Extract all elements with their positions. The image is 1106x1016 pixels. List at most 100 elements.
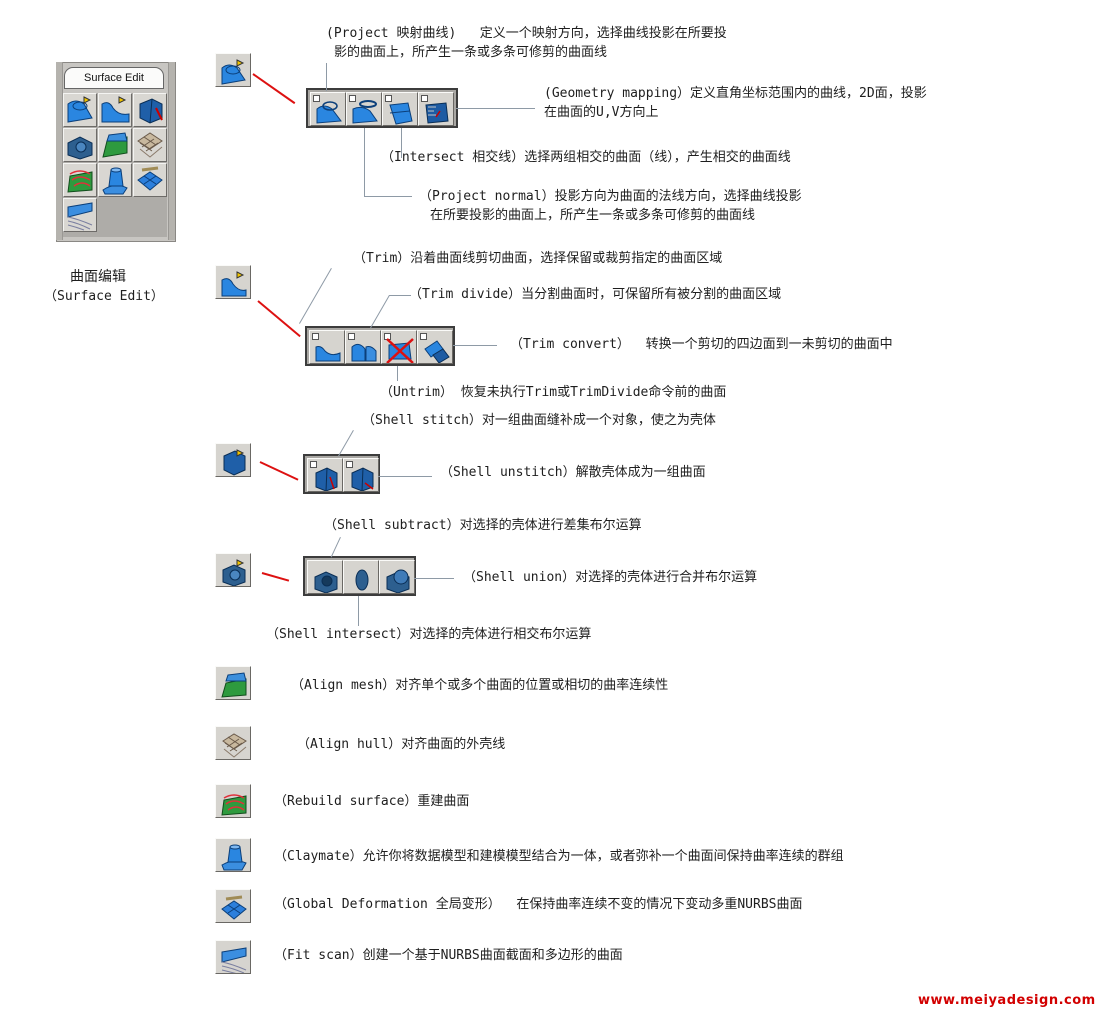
- intersect-desc: （Intersect 相交线）选择两组相交的曲面（线），产生相交的曲面线: [381, 150, 791, 165]
- geometry-mapping-icon: [425, 102, 449, 124]
- leader-line: [358, 596, 359, 626]
- trim-convert-icon: [424, 340, 450, 363]
- align-mesh-icon: [102, 132, 128, 158]
- align-mesh-tool-button[interactable]: [98, 128, 132, 162]
- global-deformation-icon: [221, 895, 247, 920]
- align-hull-tool-button[interactable]: [133, 128, 167, 162]
- shell-stitch-icon: [139, 98, 163, 124]
- claymate-button[interactable]: [215, 838, 251, 872]
- leader-line: [364, 196, 412, 197]
- connector-line: [261, 572, 290, 582]
- untrim-desc: （Untrim） 恢复未执行Trim或TrimDivide命令前的曲面: [380, 385, 727, 400]
- global-deformation-button[interactable]: [215, 889, 251, 923]
- project-normal-button[interactable]: [346, 92, 382, 126]
- shell-stitch-icon: [315, 467, 338, 491]
- trim-divide-button[interactable]: [345, 330, 381, 364]
- rebuild-surface-icon: [67, 170, 93, 193]
- shell-boolean-toolbar: [303, 556, 416, 596]
- claymate-tool-button[interactable]: [98, 163, 132, 197]
- fit-scan-icon: [67, 202, 93, 231]
- trim-divide-icon: [351, 343, 377, 362]
- trim-icon: [101, 96, 130, 123]
- leader-line: [456, 108, 535, 109]
- global-deformation-icon: [137, 166, 163, 191]
- palette-tab[interactable]: Surface Edit: [64, 67, 164, 89]
- global-deformation-tool-button[interactable]: [133, 163, 167, 197]
- project-tool-button[interactable]: [63, 93, 97, 127]
- leader-line: [389, 295, 411, 296]
- project-toolbar: [306, 88, 458, 128]
- project-normal-desc-line1: （Project normal）投影方向为曲面的法线方向，选择曲线投影: [419, 189, 802, 204]
- rebuild-surface-desc: （Rebuild surface）重建曲面: [274, 794, 470, 809]
- shell-subtract-desc: （Shell subtract）对选择的壳体进行差集布尔运算: [324, 518, 642, 533]
- project-icon: [67, 96, 93, 123]
- leader-line: [401, 128, 402, 158]
- project-group-button[interactable]: [215, 53, 251, 87]
- align-hull-button[interactable]: [215, 726, 251, 760]
- project-curve-icon: [316, 101, 342, 124]
- shell-stitch-icon: [223, 449, 246, 476]
- project-curve-button[interactable]: [310, 92, 346, 126]
- shell-stitch-group-button[interactable]: [215, 443, 251, 477]
- align-mesh-desc: （Align mesh）对齐单个或多个曲面的位置或相切的曲率连续性: [291, 678, 669, 693]
- fit-scan-button[interactable]: [215, 940, 251, 974]
- shell-stitch-desc: （Shell stitch）对一组曲面缝补成一个对象，使之为壳体: [362, 413, 716, 428]
- untrim-icon: [386, 338, 414, 363]
- intersect-curve-button[interactable]: [382, 92, 418, 126]
- connector-line: [257, 300, 301, 338]
- shell-union-button[interactable]: [379, 560, 415, 594]
- shell-union-desc: （Shell union）对选择的壳体进行合并布尔运算: [463, 570, 758, 585]
- shell-stitch-tool-button[interactable]: [133, 93, 167, 127]
- leader-line: [414, 578, 454, 579]
- connector-line: [252, 73, 296, 105]
- trim-button[interactable]: [309, 330, 345, 364]
- trim-group-button[interactable]: [215, 265, 251, 299]
- website-watermark[interactable]: www.meiyadesign.com: [918, 993, 1096, 1008]
- fit-scan-desc: （Fit scan）创建一个基于NURBS曲面截面和多边形的曲面: [274, 948, 623, 963]
- shell-unstitch-desc: （Shell unstitch）解散壳体成为一组曲面: [440, 465, 706, 480]
- fit-scan-tool-button[interactable]: [63, 198, 97, 232]
- shell-boolean-tool-button[interactable]: [63, 128, 97, 162]
- leader-line: [397, 366, 398, 381]
- leader-line: [453, 345, 497, 346]
- shell-boolean-group-button[interactable]: [215, 553, 251, 587]
- fit-scan-icon: [221, 947, 247, 973]
- align-mesh-icon: [221, 672, 247, 698]
- palette-grip-right[interactable]: [168, 62, 175, 240]
- geometry-desc-line1: (Geometry mapping）定义直角坐标范围内的曲线，2D面，投影: [544, 86, 927, 101]
- palette-grid: [63, 93, 167, 237]
- leader-line: [370, 295, 390, 329]
- shell-boolean-icon: [67, 136, 93, 160]
- shell-intersect-button[interactable]: [343, 560, 379, 594]
- project-desc-line1: (Project 映射曲线) 定义一个映射方向，选择曲线投影在所要投: [326, 26, 727, 41]
- leader-line: [299, 268, 332, 324]
- trim-convert-desc: （Trim convert） 转换一个剪切的四边面到一未剪切的曲面中: [510, 337, 893, 352]
- trim-icon: [221, 271, 247, 297]
- leader-line: [330, 537, 341, 558]
- align-mesh-button[interactable]: [215, 666, 251, 700]
- rebuild-surface-button[interactable]: [215, 784, 251, 818]
- trim-surface-icon: [315, 346, 341, 362]
- align-hull-icon: [222, 733, 247, 758]
- trim-toolbar: [305, 326, 455, 366]
- trim-divide-desc: （Trim divide）当分割曲面时，可保留所有被分割的曲面区域: [409, 287, 782, 302]
- intersect-curve-icon: [389, 102, 413, 125]
- trim-tool-button[interactable]: [98, 93, 132, 127]
- rebuild-surface-tool-button[interactable]: [63, 163, 97, 197]
- shell-stitch-button[interactable]: [307, 458, 343, 492]
- shell-subtract-icon: [314, 571, 338, 593]
- shell-unstitch-icon: [351, 467, 374, 491]
- shell-intersect-desc: （Shell intersect）对选择的壳体进行相交布尔运算: [266, 627, 592, 642]
- shell-intersect-icon: [355, 569, 369, 591]
- palette-grip-left[interactable]: [56, 62, 63, 240]
- shell-unstitch-button[interactable]: [343, 458, 379, 492]
- project-icon: [221, 59, 246, 85]
- geometry-mapping-button[interactable]: [418, 92, 454, 126]
- shell-subtract-button[interactable]: [307, 560, 343, 594]
- claymate-icon: [221, 844, 247, 871]
- trim-convert-button[interactable]: [417, 330, 453, 364]
- palette-caption-cn: 曲面编辑: [70, 269, 126, 285]
- untrim-button[interactable]: [381, 330, 417, 364]
- connector-line: [259, 461, 299, 481]
- rebuild-surface-icon: [221, 794, 247, 816]
